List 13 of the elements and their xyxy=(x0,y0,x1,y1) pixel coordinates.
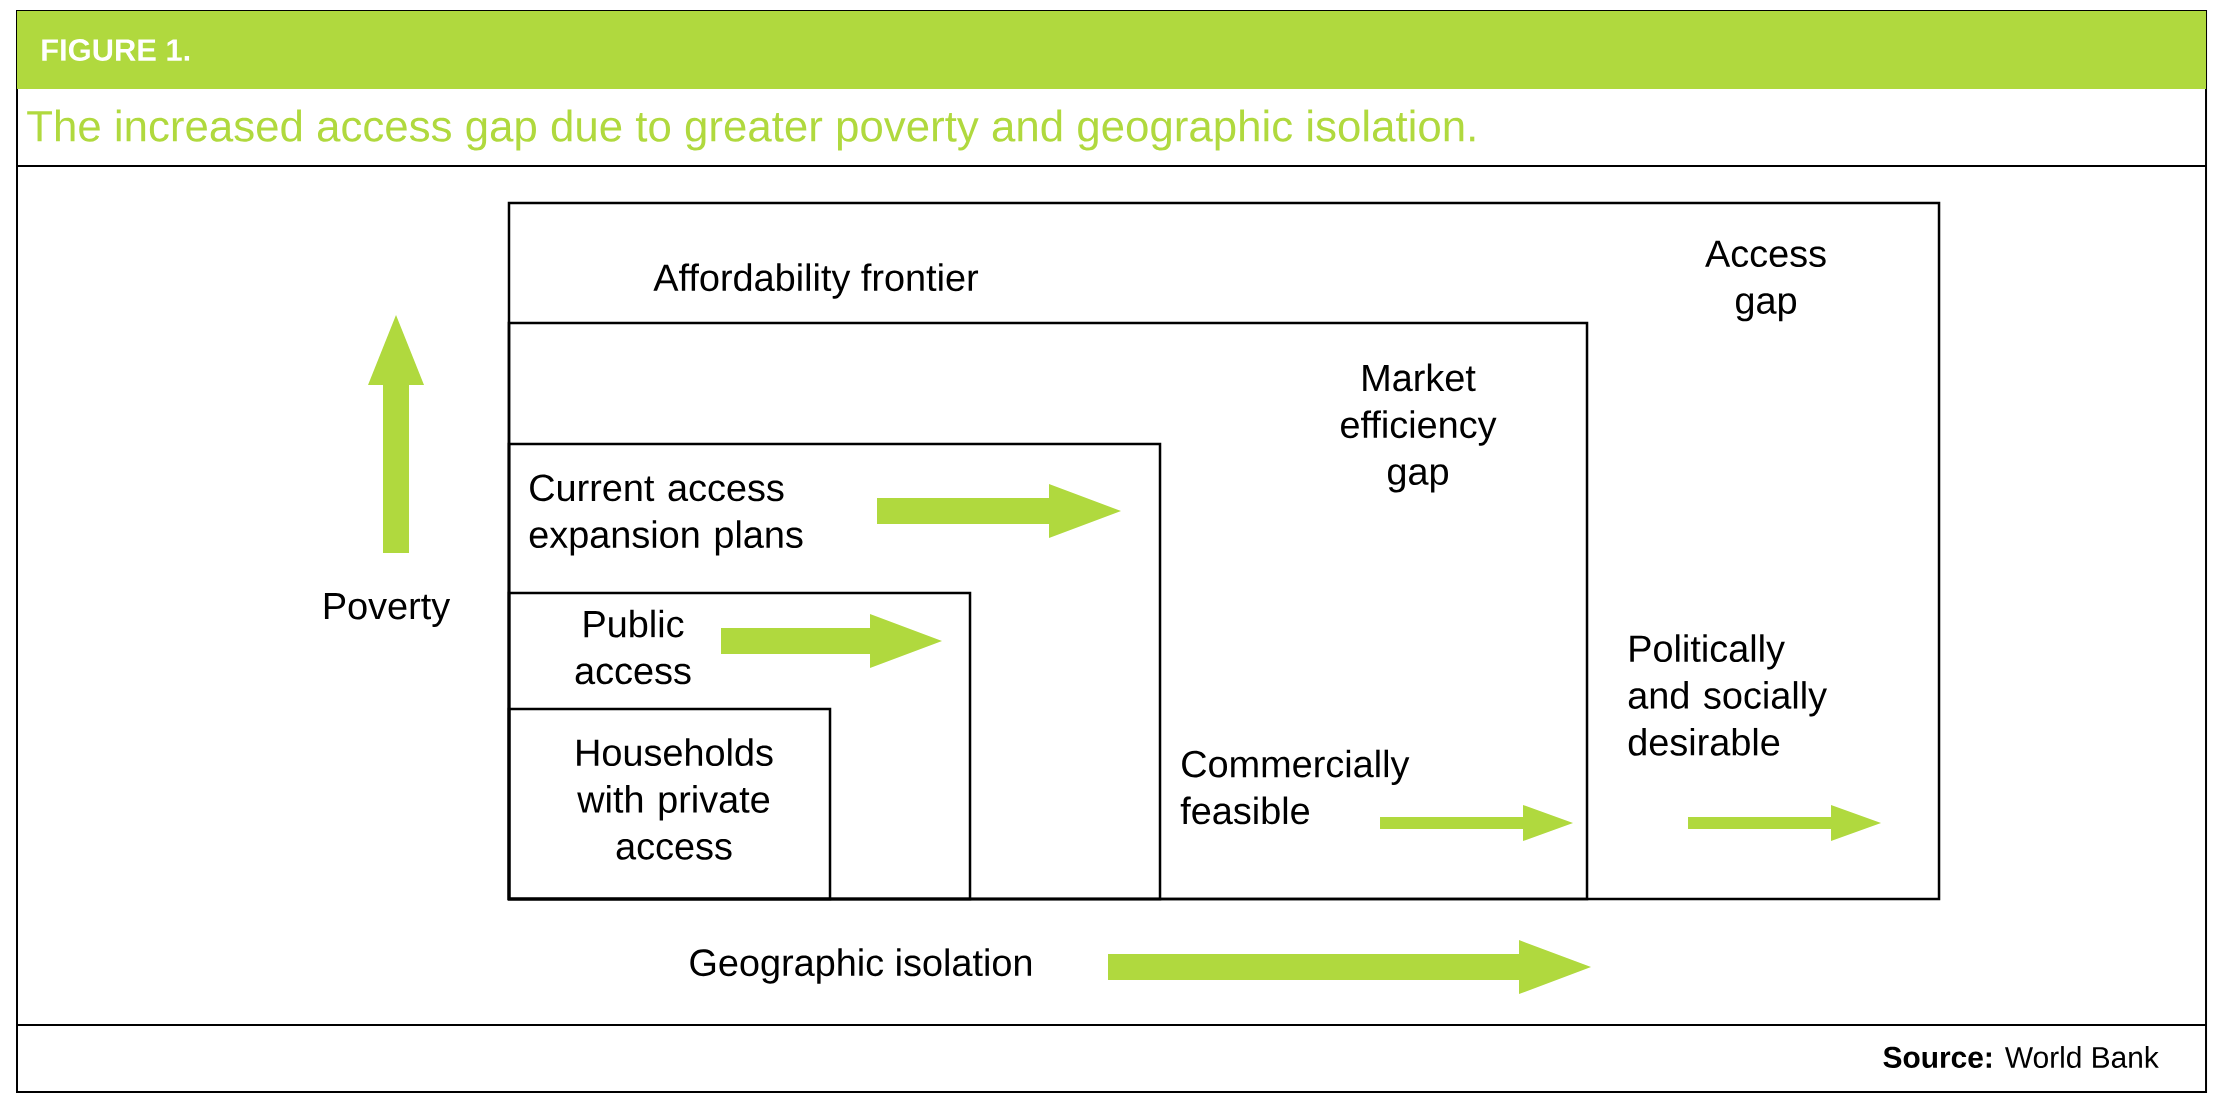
region-label: Market efficiency gap xyxy=(1341,363,1497,493)
axis-label: Poverty xyxy=(324,593,451,627)
frontier-label: Affordability frontier xyxy=(653,263,979,299)
region-label: Households with private access xyxy=(577,738,773,860)
figure-label: FIGURE 1. xyxy=(42,39,190,61)
region-label: Current access expansion plans xyxy=(529,474,803,556)
title: The increased access gap due to greater poverty and geographic isolation. xyxy=(27,109,1475,151)
region-label: Access gap xyxy=(1705,240,1826,322)
region-label: Commercially feasible xyxy=(1180,749,1410,825)
region-label: Politically and socially desirable xyxy=(1628,634,1827,756)
region-label: Public access xyxy=(575,609,691,685)
axis-label: Geographic isolation xyxy=(690,948,1032,984)
source-note: Source: World Bank xyxy=(1883,1046,2159,1068)
